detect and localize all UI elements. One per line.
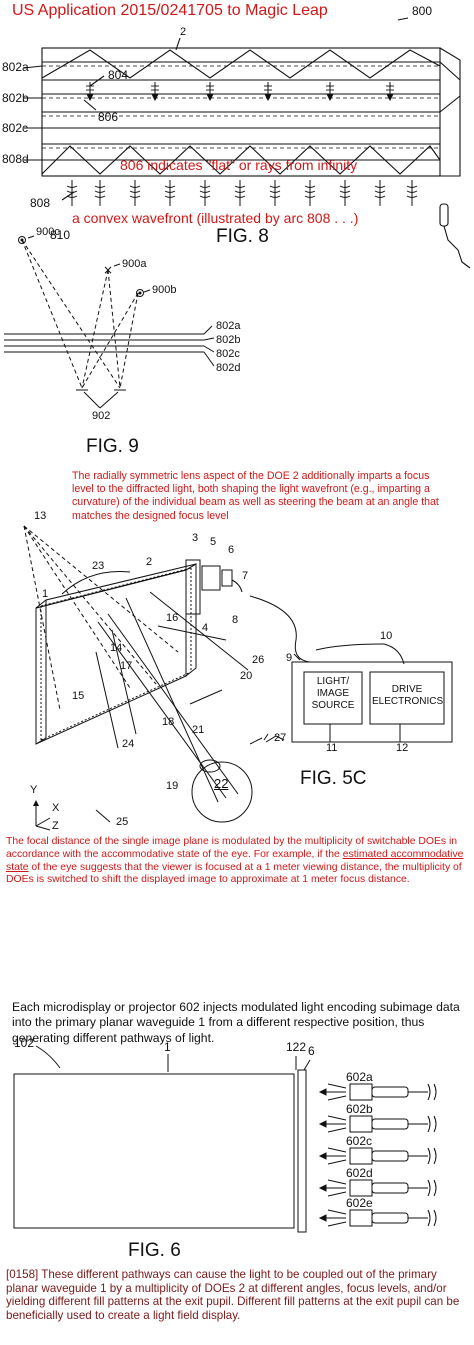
ref-2-fig5c: 2 xyxy=(146,556,153,568)
fig9-ref-802a: 802a xyxy=(216,320,241,332)
axis-y: Y xyxy=(30,784,38,796)
ref-17: 17 xyxy=(120,660,133,672)
ref-808: 808 xyxy=(30,196,51,210)
fig8-diagram xyxy=(23,17,471,269)
ref-19: 19 xyxy=(166,780,179,792)
ref-27: 27 xyxy=(274,732,287,744)
ref-15: 15 xyxy=(72,690,85,702)
paragraph-0158: [0158] These different pathways can caus… xyxy=(6,1268,460,1322)
fig6-ref-1: 1 xyxy=(164,1040,171,1054)
light-image-source-label: LIGHT/ IMAGE SOURCE xyxy=(311,676,355,711)
ref-900a: 900a xyxy=(122,258,147,270)
microdisplay-note: Each microdisplay or projector 602 injec… xyxy=(12,1000,460,1045)
fig6-caption: FIG. 6 xyxy=(128,1240,181,1261)
axis-z: Z xyxy=(52,820,59,832)
ref-804: 804 xyxy=(108,68,129,82)
ref-4: 4 xyxy=(202,622,209,634)
ref-5: 5 xyxy=(210,536,217,548)
ref-802b: 802b xyxy=(2,91,29,105)
fig6-ref-6: 6 xyxy=(308,1044,315,1058)
ref-21: 21 xyxy=(192,724,205,736)
ref-900b: 900b xyxy=(152,284,177,296)
label-602a: 602a xyxy=(346,1070,373,1084)
note-convex-wavefront: a convex wavefront (illustrated by arc 8… xyxy=(72,210,359,226)
projector-602e xyxy=(318,1209,437,1227)
ref-25: 25 xyxy=(116,816,129,828)
ref-26: 26 xyxy=(252,654,265,666)
eye-22-label: 22 xyxy=(214,776,229,791)
label-602c: 602c xyxy=(346,1134,373,1148)
ref-122: 122 xyxy=(286,1040,307,1054)
label-602b: 602b xyxy=(346,1102,373,1116)
fig8-caption: FIG. 8 xyxy=(216,226,269,247)
fig6-projectors xyxy=(318,1083,437,1227)
ref-20: 20 xyxy=(240,670,253,682)
ref-6: 6 xyxy=(228,544,235,556)
fig9-caption: FIG. 9 xyxy=(86,436,139,457)
ref-24: 24 xyxy=(122,738,135,750)
convex-wavefront-rays xyxy=(66,180,418,206)
fig9-ref-802d: 802d xyxy=(216,362,241,374)
ref-12: 12 xyxy=(396,742,409,754)
projector-602c xyxy=(318,1147,437,1165)
axis-x: X xyxy=(52,802,60,814)
lens-note: The radially symmetric lens aspect of th… xyxy=(72,470,439,522)
svg-text:×: × xyxy=(103,263,113,277)
ref-7: 7 xyxy=(242,570,249,582)
projector-602a xyxy=(318,1083,437,1101)
ref-3: 3 xyxy=(192,532,199,544)
arrows-804 xyxy=(86,82,394,102)
estimated-accommodative-state-link[interactable]: estimated accommodative state xyxy=(6,848,464,873)
ref-900c: 900c xyxy=(36,226,60,238)
ref-18: 18 xyxy=(162,716,175,728)
ref-11: 11 xyxy=(326,742,338,754)
ref-806: 806 xyxy=(98,110,119,124)
ref-800: 800 xyxy=(412,4,433,18)
ref-2: 2 xyxy=(180,26,187,38)
fig9-ref-802c: 802c xyxy=(216,348,240,360)
fig9-ref-802b: 802b xyxy=(216,334,241,346)
ref-902: 902 xyxy=(92,410,111,422)
ref-102: 102 xyxy=(14,1036,35,1050)
ref-802a: 802a xyxy=(2,60,29,74)
ref-10: 10 xyxy=(380,630,393,642)
projector-602d xyxy=(318,1179,437,1197)
label-602e: 602e xyxy=(346,1196,373,1210)
document-title: US Application 2015/0241705 to Magic Lea… xyxy=(12,2,328,19)
ref-1: 1 xyxy=(42,588,49,600)
ref-23: 23 xyxy=(92,560,105,572)
ref-810: 810 xyxy=(50,228,71,242)
ref-9: 9 xyxy=(286,652,293,664)
drive-electronics-label: DRIVE ELECTRONICS xyxy=(372,684,444,707)
fig5c-caption: FIG. 5C xyxy=(300,768,367,789)
ref-8: 8 xyxy=(232,614,239,626)
note-806-flat: 806 indicates "flat" or rays from infini… xyxy=(120,157,358,173)
ref-14: 14 xyxy=(110,642,123,654)
focal-distance-note: The focal distance of the single image p… xyxy=(6,836,464,886)
fig9-diagram: × xyxy=(4,235,215,409)
projector-602b xyxy=(318,1115,437,1133)
fig5c-diagram xyxy=(23,525,453,831)
label-602d: 602d xyxy=(346,1166,373,1180)
ref-16: 16 xyxy=(166,612,179,624)
ref-802c: 802c xyxy=(2,121,29,135)
ref-808d: 808d xyxy=(2,152,29,166)
ref-13: 13 xyxy=(34,510,47,522)
